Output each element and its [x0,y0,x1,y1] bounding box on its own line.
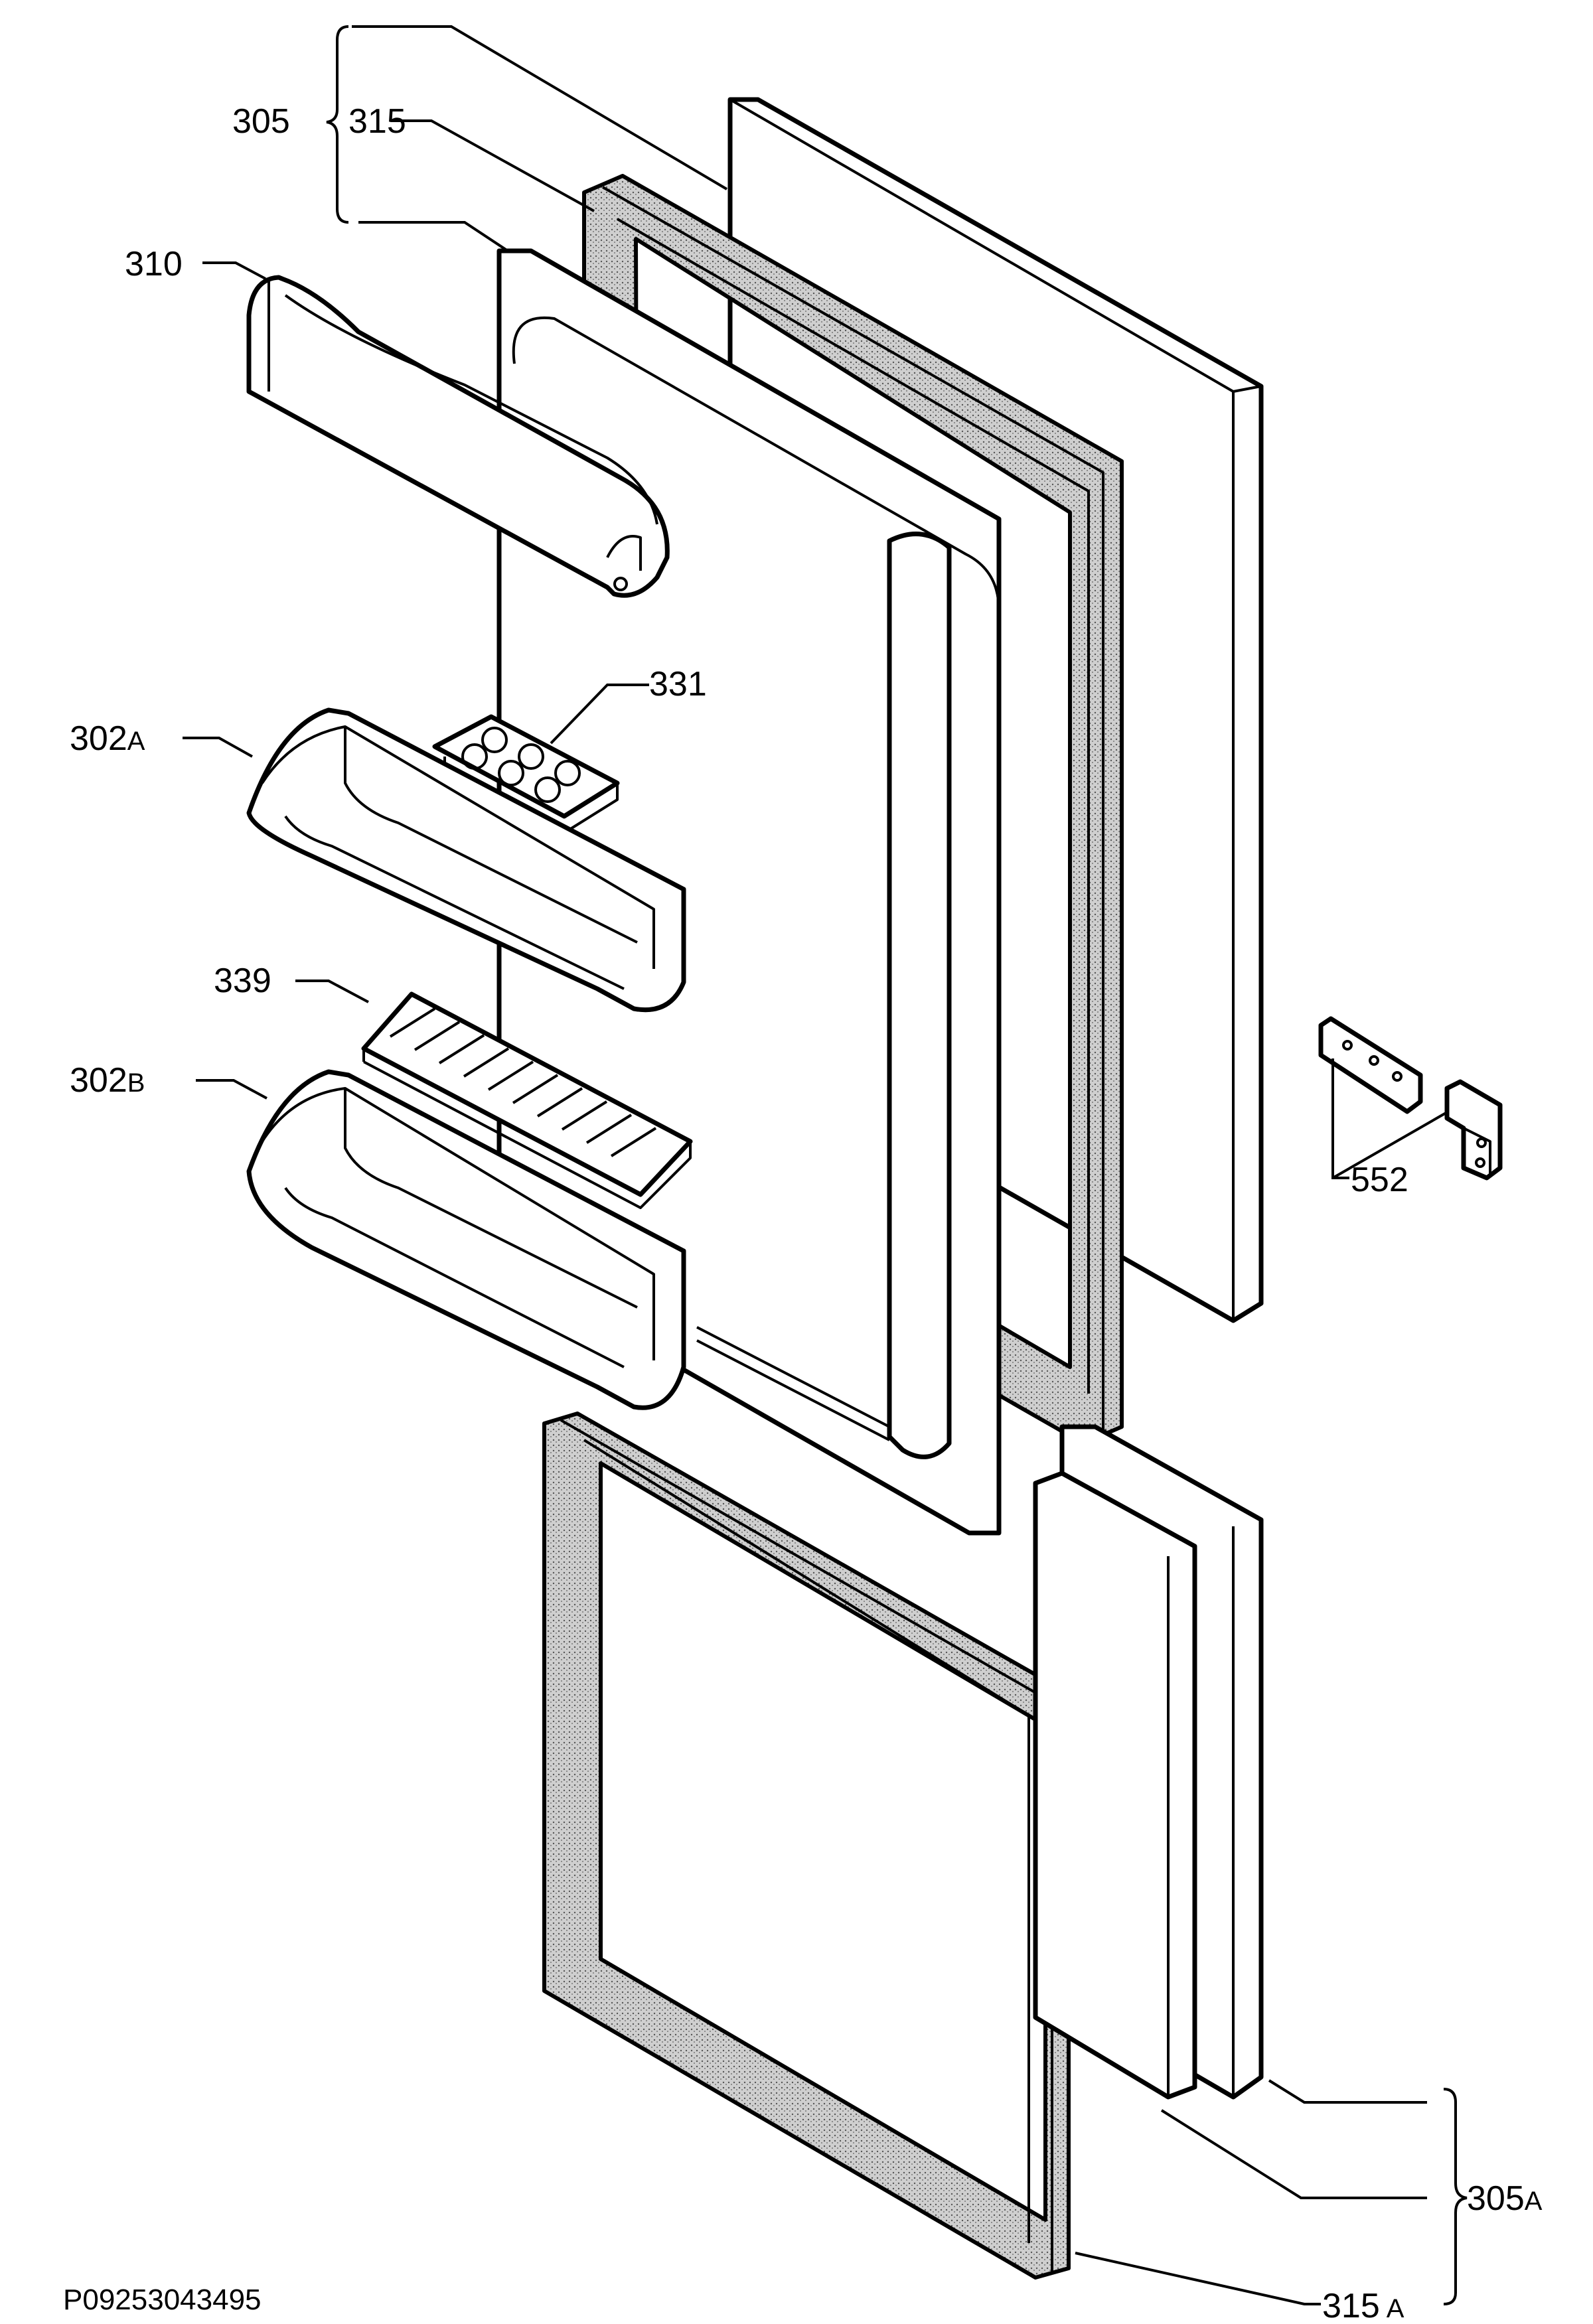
label-302b: 302B [70,1061,145,1100]
part-labels: 305 315 310 331 302A 339 302B 552 305A 3… [63,102,1543,2324]
label-305a: 305A [1467,2179,1543,2218]
label-305: 305 [232,102,290,141]
label-302a: 302A [70,719,145,758]
label-552: 552 [1351,1161,1408,1199]
brace-305a [1443,2088,1468,2305]
drawing-code: P09253043495 [63,2284,262,2316]
dairy-compartment-cover [246,275,670,598]
label-331: 331 [649,665,707,703]
label-310: 310 [125,245,183,283]
brace-305 [326,25,349,224]
hinge-brackets [1318,1016,1503,1181]
door-bin-302b [246,1069,686,1410]
label-339: 339 [214,962,271,1000]
label-315: 315 [348,102,406,141]
lower-door-gasket [542,1412,1071,2280]
door-bin-302a [246,707,686,1013]
bottle-guard-rail [361,991,693,1209]
leader-lines [183,25,1468,2305]
lower-door-outer-panel [1033,1424,1264,2100]
